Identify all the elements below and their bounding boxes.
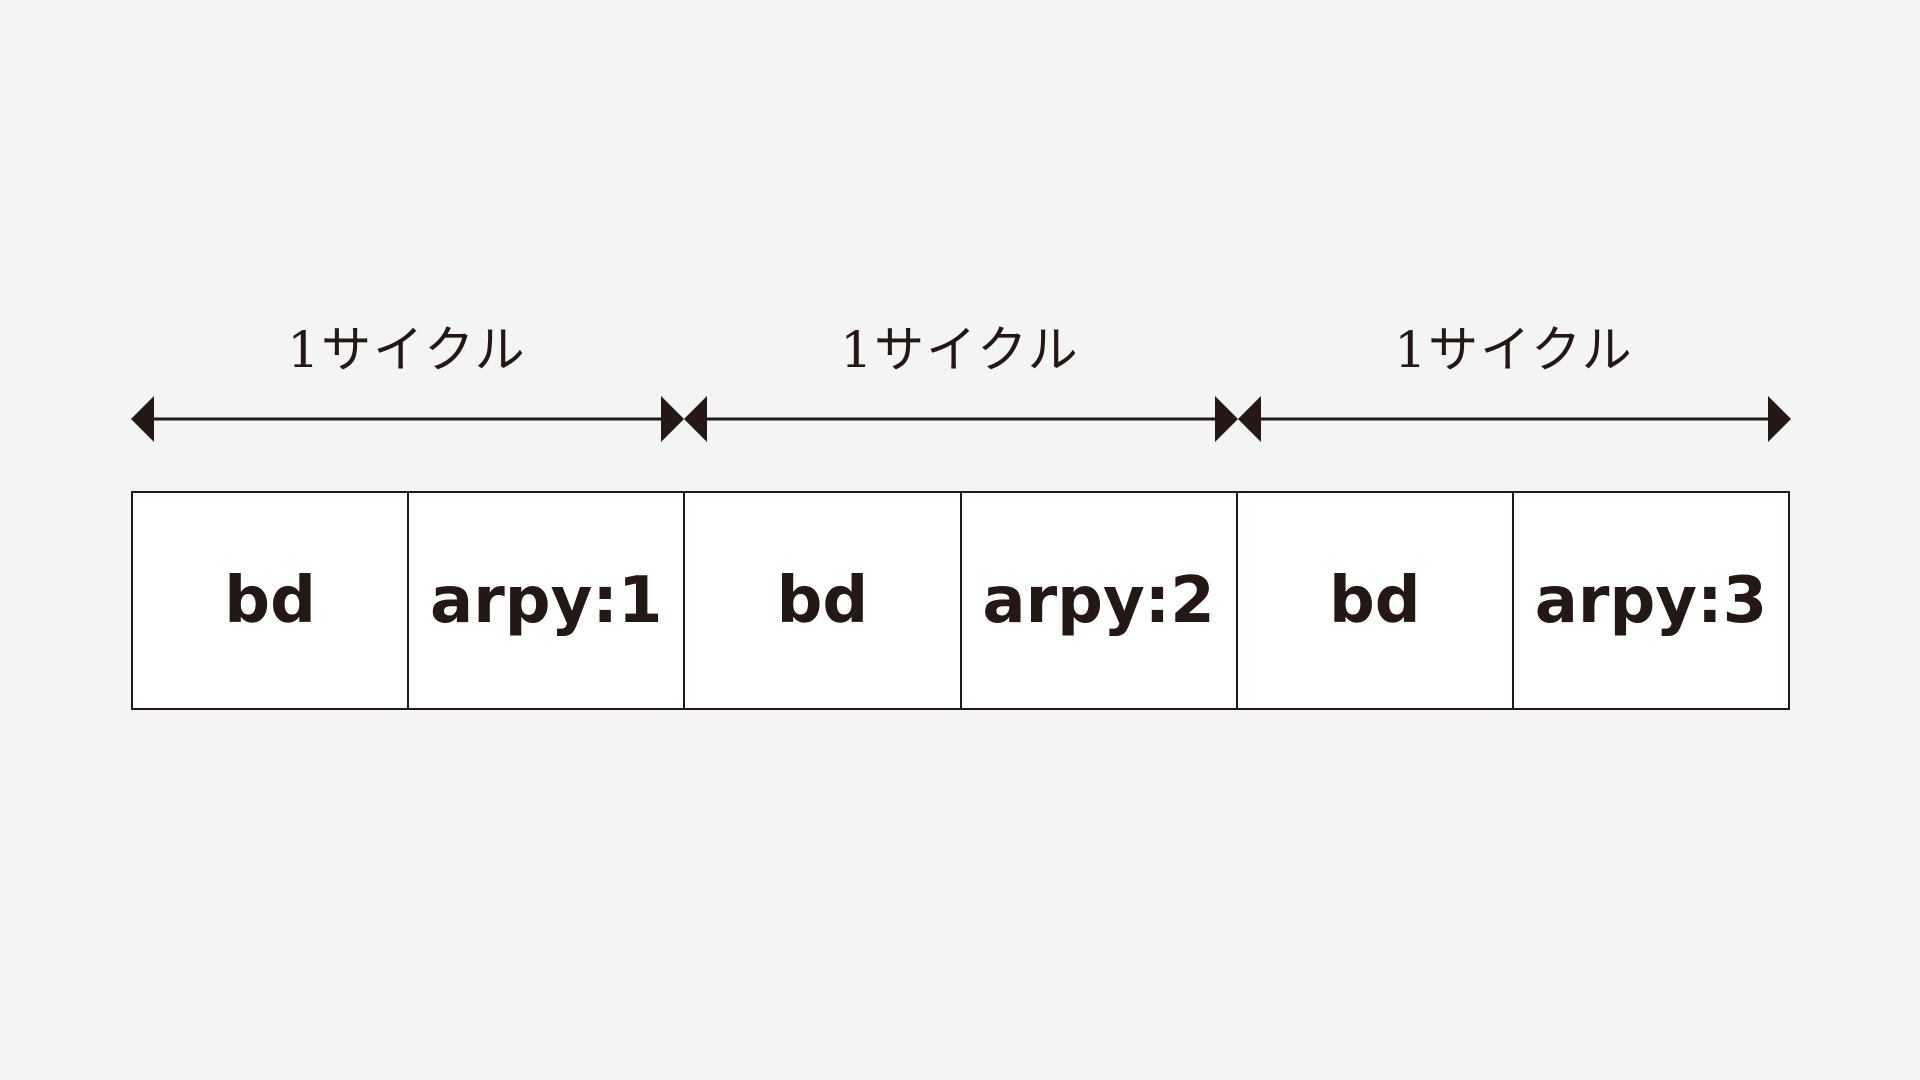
cycle-arrow-1 [131, 396, 684, 442]
cell-arpy-1: arpy:1 [407, 493, 683, 708]
cycle-label-2: 1サイクル [840, 321, 1080, 379]
cycle-label-3: 1サイクル [1394, 321, 1634, 379]
arrowhead-right [1215, 396, 1238, 442]
cycle-arrow-2 [684, 396, 1238, 442]
cell-bd-3: bd [1235, 493, 1512, 708]
cell-arpy-2: arpy:2 [959, 493, 1236, 708]
cell-bd-1: bd [224, 563, 316, 638]
arrowhead-left [684, 396, 707, 442]
cycle-label-1: 1サイクル [287, 321, 527, 379]
arrowhead-left [131, 396, 154, 442]
arrowhead-right [661, 396, 684, 442]
cell-row: bd arpy:1 bd arpy:2 bd arpy:3 [131, 491, 1790, 710]
cycle-arrow-3 [1238, 396, 1791, 442]
arrowhead-right [1768, 396, 1791, 442]
cell-bd-2: bd [683, 493, 959, 708]
arrowhead-left [1238, 396, 1261, 442]
cell-arpy-3: arpy:3 [1511, 493, 1788, 708]
